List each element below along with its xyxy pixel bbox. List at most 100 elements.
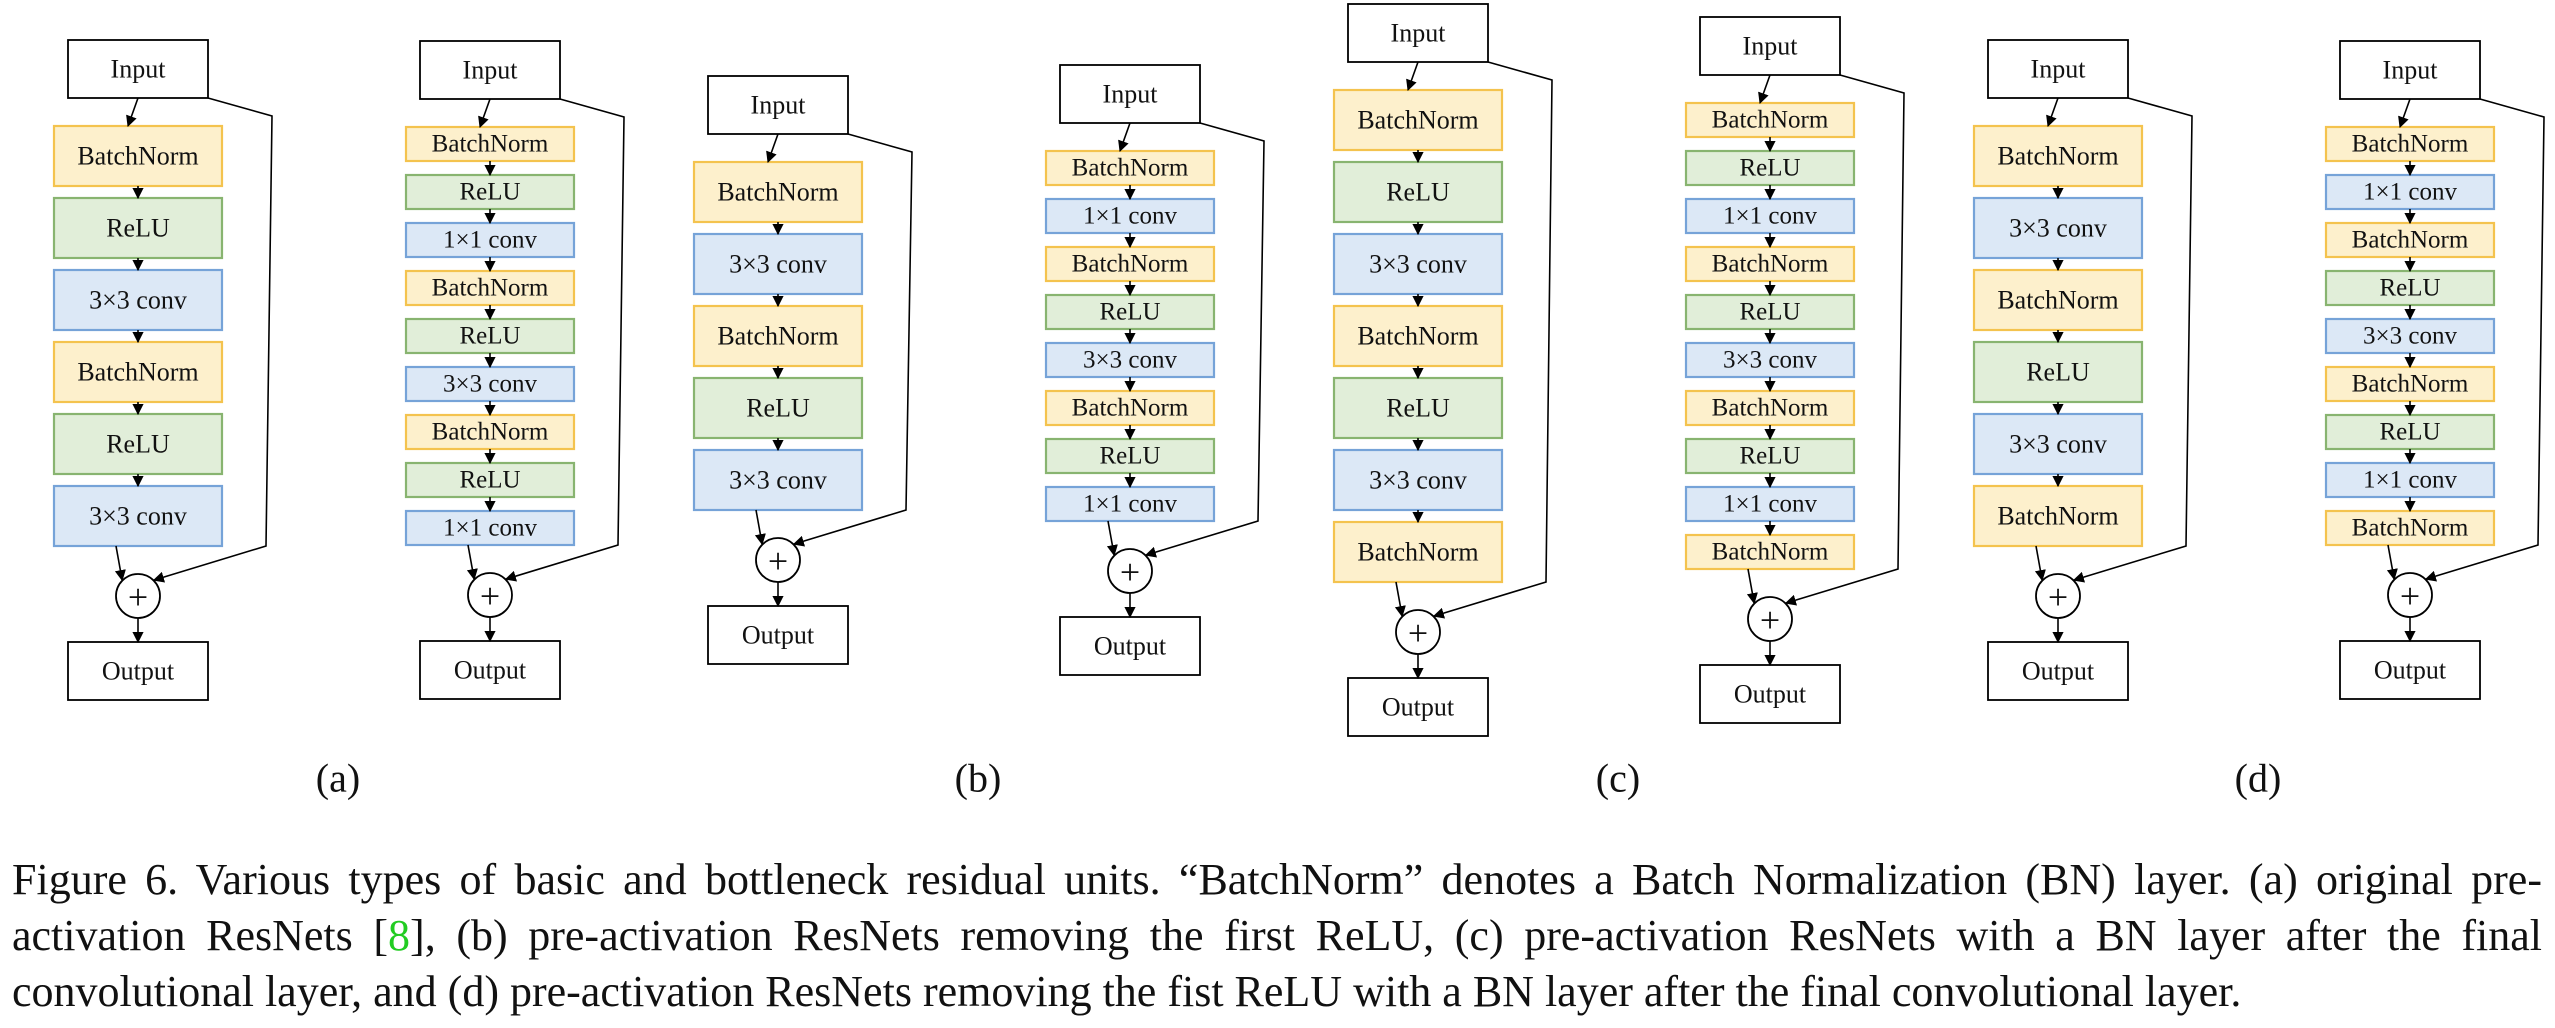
conv1x1-layer-label: 1×1 conv: [2363, 467, 2457, 494]
skip-connection: [792, 133, 913, 547]
batchnorm-layer-label: BatchNorm: [1357, 322, 1478, 351]
subfigure-label: (a): [316, 756, 360, 801]
skip-connection: [1784, 74, 1905, 606]
batchnorm-layer-label: BatchNorm: [1357, 538, 1478, 567]
batchnorm-layer-label: BatchNorm: [77, 358, 198, 387]
input-label: Input: [111, 55, 167, 84]
conv3x3-layer-label: 3×3 conv: [1369, 250, 1467, 279]
conv3x3-layer: [1972, 196, 2144, 260]
relu-layer-label: ReLU: [1099, 443, 1160, 470]
batchnorm-layer: [1684, 101, 1856, 139]
conv3x3-layer-label: 3×3 conv: [89, 286, 187, 315]
batchnorm-layer-label: BatchNorm: [2352, 371, 2469, 398]
batchnorm-layer-label: BatchNorm: [432, 419, 549, 446]
conv3x3-layer: [692, 232, 864, 296]
output-box: [67, 641, 209, 701]
batchnorm-layer: [692, 160, 864, 224]
batchnorm-layer-label: BatchNorm: [1712, 539, 1829, 566]
subfigure-label: (d): [2235, 756, 2282, 801]
batchnorm-layer-label: BatchNorm: [2352, 227, 2469, 254]
batchnorm-layer: [1684, 533, 1856, 571]
conv3x3-layer-label: 3×3 conv: [729, 466, 827, 495]
conv1x1-layer: [404, 221, 576, 259]
layer-to-add-arrow: [466, 544, 478, 581]
input-box: [2339, 40, 2481, 100]
conv3x3-layer: [2324, 317, 2496, 355]
caption-text-part1: Figure 6. Various types of basic and bot…: [12, 855, 2542, 960]
batchnorm-layer-label: BatchNorm: [1712, 107, 1829, 134]
batchnorm-layer: [1332, 88, 1504, 152]
conv3x3-layer: [1972, 412, 2144, 476]
relu-layer-label: ReLU: [2379, 419, 2440, 446]
input-box: [1347, 3, 1489, 63]
relu-layer-label: ReLU: [1386, 394, 1450, 423]
relu-layer-label: ReLU: [459, 467, 520, 494]
conv3x3-layer-label: 3×3 conv: [2363, 323, 2457, 350]
relu-layer-label: ReLU: [1739, 155, 1800, 182]
input-box: [1059, 64, 1201, 124]
output-label: Output: [2022, 657, 2095, 686]
relu-layer-label: ReLU: [459, 323, 520, 350]
input-label: Input: [2031, 55, 2087, 84]
conv3x3-layer-label: 3×3 conv: [2009, 214, 2107, 243]
relu-layer-label: ReLU: [746, 394, 810, 423]
conv1x1-layer-label: 1×1 conv: [443, 515, 537, 542]
relu-layer: [1044, 293, 1216, 331]
skip-connection: [2424, 98, 2545, 582]
layer-to-add-arrow: [754, 509, 766, 546]
relu-layer: [1684, 149, 1856, 187]
batchnorm-layer-label: BatchNorm: [432, 275, 549, 302]
input-label: Input: [751, 91, 807, 120]
conv3x3-layer-label: 3×3 conv: [89, 502, 187, 531]
layer-to-add-arrow: [2386, 544, 2398, 581]
skip-connection: [504, 98, 625, 582]
conv3x3-layer-label: 3×3 conv: [1083, 347, 1177, 374]
layer-to-add-arrow: [1394, 581, 1406, 618]
input-label: Input: [2383, 56, 2439, 85]
conv1x1-layer-label: 1×1 conv: [443, 227, 537, 254]
plus-sign: +: [1760, 600, 1780, 640]
batchnorm-layer-label: BatchNorm: [432, 131, 549, 158]
batchnorm-layer-label: BatchNorm: [1997, 286, 2118, 315]
relu-layer-label: ReLU: [459, 179, 520, 206]
plus-sign: +: [1120, 552, 1140, 592]
relu-layer-label: ReLU: [106, 214, 170, 243]
conv1x1-layer-label: 1×1 conv: [1723, 203, 1817, 230]
batchnorm-layer-label: BatchNorm: [1712, 395, 1829, 422]
relu-layer-label: ReLU: [2026, 358, 2090, 387]
input-arrow: [478, 98, 491, 129]
relu-layer-label: ReLU: [1386, 178, 1450, 207]
batchnorm-layer-label: BatchNorm: [2352, 131, 2469, 158]
output-label: Output: [2374, 656, 2447, 685]
output-box: [1347, 677, 1489, 737]
output-box: [707, 605, 849, 665]
batchnorm-layer: [404, 125, 576, 163]
batchnorm-layer: [1684, 245, 1856, 283]
batchnorm-layer: [2324, 125, 2496, 163]
input-label: Input: [1743, 32, 1799, 61]
conv3x3-layer: [692, 448, 864, 512]
output-label: Output: [1094, 632, 1167, 661]
skip-connection: [2072, 97, 2193, 583]
batchnorm-layer-label: BatchNorm: [717, 322, 838, 351]
batchnorm-layer-label: BatchNorm: [2352, 515, 2469, 542]
input-arrow: [2046, 97, 2059, 128]
caption-text-part2: ], (b) pre-activation ResNets removing t…: [12, 911, 2542, 1016]
plus-sign: +: [2048, 577, 2068, 617]
relu-layer-label: ReLU: [1099, 299, 1160, 326]
citation-link[interactable]: 8: [388, 911, 411, 960]
batchnorm-layer-label: BatchNorm: [1712, 251, 1829, 278]
batchnorm-layer-label: BatchNorm: [1072, 251, 1189, 278]
plus-sign: +: [768, 541, 788, 581]
relu-layer: [692, 376, 864, 440]
conv1x1-layer-label: 1×1 conv: [1083, 203, 1177, 230]
output-label: Output: [1382, 693, 1455, 722]
skip-connection: [1432, 61, 1553, 619]
batchnorm-layer-label: BatchNorm: [77, 142, 198, 171]
